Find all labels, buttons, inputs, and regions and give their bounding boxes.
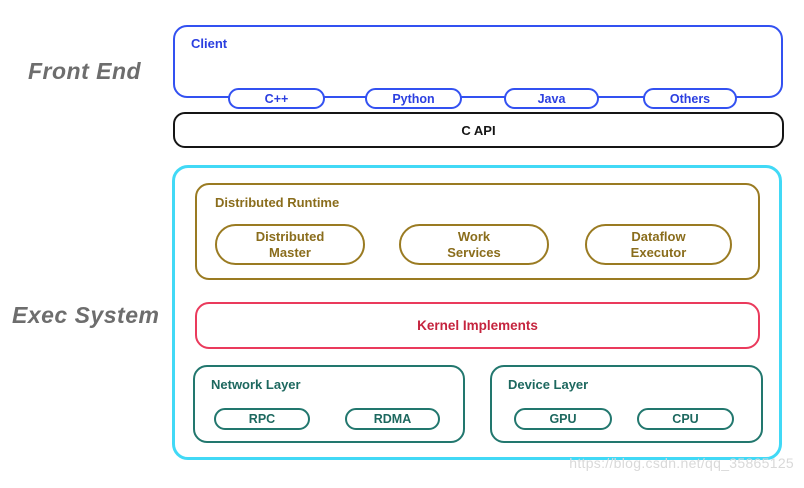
network-layer-box: Network Layer RPC RDMA [193,365,465,443]
c-api-box: C API [173,112,784,148]
distributed-runtime-box: Distributed Runtime Distributed Master W… [195,183,760,280]
pill-distributed-master-label: Distributed Master [255,228,325,260]
pill-distributed-master: Distributed Master [215,224,365,265]
c-api-label: C API [461,122,496,138]
pill-work-services: Work Services [399,224,549,265]
network-layer-title: Network Layer [211,377,301,392]
pill-rdma: RDMA [345,408,440,430]
kernel-implements-box: Kernel Implements [195,302,760,349]
pill-work-services-label: Work Services [447,228,501,260]
kernel-implements-label: Kernel Implements [417,318,538,333]
client-pill-cpp: C++ [228,88,325,109]
client-pill-java: Java [504,88,599,109]
client-title: Client [191,36,228,51]
client-pill-python: Python [365,88,462,109]
pill-dataflow-executor: Dataflow Executor [585,224,732,265]
front-end-label: Front End [28,58,142,84]
pill-dataflow-executor-label: Dataflow Executor [630,228,687,260]
client-pill-others: Others [643,88,737,109]
pill-gpu: GPU [514,408,612,430]
device-layer-title: Device Layer [508,377,589,392]
client-box: Client C++ Python Java Others [173,25,783,109]
distributed-runtime-title: Distributed Runtime [215,195,340,210]
watermark-url: https://blog.csdn.net/qq_35865125 [569,455,794,471]
pill-rpc: RPC [214,408,310,430]
device-layer-box: Device Layer GPU CPU [490,365,763,443]
exec-system-label: Exec System [12,302,160,328]
pill-cpu: CPU [637,408,734,430]
